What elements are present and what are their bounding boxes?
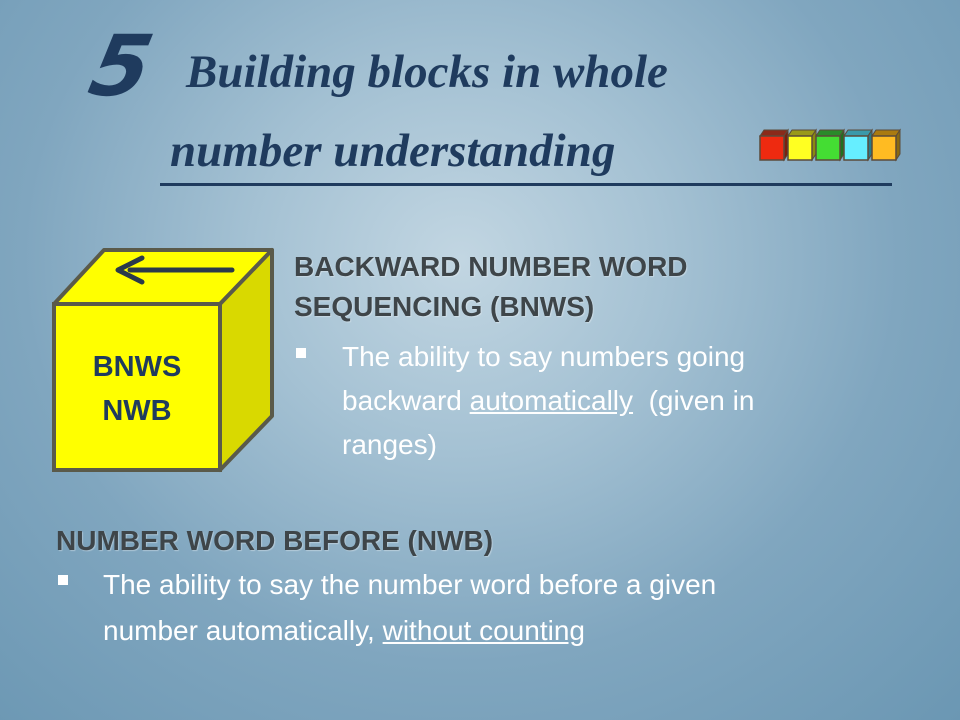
- bnws-nwb-cube: [52, 248, 274, 472]
- title-line-2: number understanding: [170, 125, 616, 177]
- title-line-1: Building blocks in whole: [186, 46, 668, 98]
- cube-label-nwb: NWB: [102, 395, 172, 427]
- left-arrow-icon: [115, 255, 235, 285]
- square-bullet-icon: [296, 348, 306, 358]
- section2-bullet-line-1: The ability to say the number word befor…: [103, 569, 717, 600]
- text-run: (given in: [633, 385, 755, 416]
- underlined-text-without-counting: without counting: [382, 615, 585, 646]
- text-run: number automatically,: [103, 615, 383, 646]
- block-orange: [871, 128, 901, 162]
- title-underline: [160, 183, 892, 186]
- section1-bullet-line-1: The ability to say numbers going: [342, 341, 746, 372]
- cube-front-face: [52, 302, 222, 472]
- section2-heading: NUMBER WORD BEFORE (NWB): [56, 525, 494, 556]
- block-red: [759, 128, 789, 162]
- section1-heading-line-1: BACKWARD NUMBER WORD: [294, 251, 688, 282]
- square-bullet-icon: [58, 575, 68, 585]
- section2-bullet-line-2: number automatically, without counting: [103, 614, 585, 648]
- section1-heading-line-2: SEQUENCING (BNWS): [294, 291, 595, 322]
- block-green: [815, 128, 845, 162]
- colored-blocks-icon: [759, 128, 901, 162]
- section1-bullet-line-3: ranges): [342, 429, 437, 460]
- section1-bullet-line-2: backward automatically (given in: [342, 384, 754, 418]
- slide-number: 5: [81, 17, 161, 115]
- cube-label-bnws: BNWS: [92, 351, 182, 383]
- block-cyan: [843, 128, 873, 162]
- text-run: backward: [342, 385, 470, 416]
- underlined-text-automatically: automatically: [469, 385, 634, 416]
- block-yellow: [787, 128, 817, 162]
